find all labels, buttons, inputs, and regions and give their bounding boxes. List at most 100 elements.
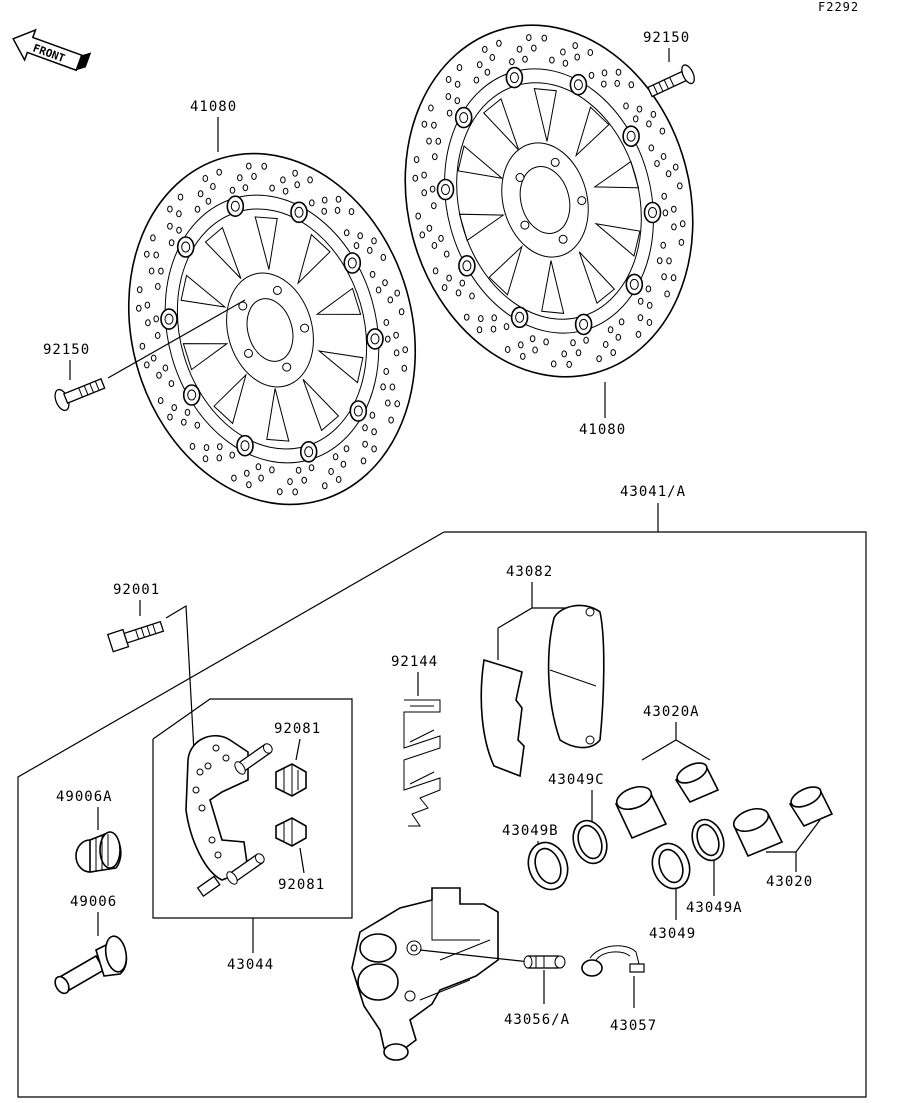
floating-button-hole <box>441 184 450 195</box>
vent-hole <box>197 190 204 198</box>
vent-hole <box>518 341 524 349</box>
vent-hole <box>154 332 161 339</box>
bleeder-cap <box>581 945 645 977</box>
vent-hole <box>662 209 669 217</box>
vent-hole <box>650 110 657 118</box>
hub-bolt-hole <box>244 348 253 358</box>
vent-hole <box>189 442 196 450</box>
vent-hole <box>171 404 177 412</box>
label-seal-c: 43049C <box>548 772 605 788</box>
vent-hole <box>412 174 419 182</box>
vent-hole <box>438 234 444 242</box>
floating-button-hole <box>459 112 469 124</box>
vent-hole <box>482 45 488 53</box>
vent-hole <box>664 290 670 298</box>
hub-bolt-hole <box>272 285 282 295</box>
vent-hole <box>522 55 528 63</box>
vent-hole <box>610 349 617 357</box>
vent-hole <box>454 80 461 88</box>
vent-hole <box>375 286 382 294</box>
vent-hole <box>636 105 643 113</box>
vent-hole <box>431 242 438 249</box>
vent-hole <box>431 121 437 129</box>
vent-hole <box>560 48 566 56</box>
vent-hole <box>550 360 557 368</box>
vent-hole <box>614 79 621 87</box>
vent-hole <box>334 206 341 214</box>
vent-hole <box>473 76 480 84</box>
vent-hole <box>570 339 576 347</box>
vent-hole <box>456 64 463 72</box>
vent-hole <box>660 153 667 160</box>
piston-seal-b <box>527 841 569 891</box>
vent-hole <box>602 341 609 348</box>
brake-disc-left <box>127 152 417 506</box>
dust-boot-a <box>75 831 122 873</box>
vent-hole <box>678 238 685 246</box>
vent-hole <box>426 137 432 145</box>
vent-hole <box>144 250 150 258</box>
vent-hole <box>335 195 342 203</box>
label-bolt-right: 92150 <box>643 30 690 46</box>
label-seal-b: 43049B <box>502 823 559 839</box>
vent-hole <box>490 325 497 333</box>
vent-hole <box>295 466 302 474</box>
floating-button-hole <box>462 260 472 272</box>
vent-hole <box>176 210 182 218</box>
vent-hole <box>454 97 461 105</box>
vent-hole <box>348 208 355 216</box>
vent-hole <box>421 120 428 128</box>
vent-hole <box>307 176 313 184</box>
vent-hole <box>415 212 422 220</box>
vent-hole <box>646 120 652 128</box>
carrier-spoke <box>213 373 247 425</box>
floating-button-hole <box>648 207 657 218</box>
vent-hole <box>294 181 301 189</box>
vent-hole <box>210 183 216 190</box>
vent-hole <box>566 360 573 368</box>
caliper-body <box>351 887 499 1061</box>
vent-hole <box>393 331 399 339</box>
vent-hole <box>144 361 150 369</box>
vent-hole <box>659 127 666 135</box>
vent-hole <box>246 162 252 170</box>
vent-hole <box>646 319 653 326</box>
floating-button-hole <box>370 333 380 345</box>
vent-hole <box>394 289 401 297</box>
vent-hole <box>587 49 594 56</box>
piston-insulator-a <box>674 762 720 804</box>
vent-hole <box>184 408 191 416</box>
vent-hole <box>229 186 236 194</box>
vent-hole <box>282 187 289 195</box>
vent-hole <box>541 34 548 42</box>
vent-hole <box>654 160 660 168</box>
vent-hole <box>362 424 368 432</box>
vent-hole <box>301 476 308 484</box>
vent-hole <box>503 323 510 331</box>
vent-hole <box>292 169 298 177</box>
vent-hole <box>371 445 377 453</box>
floating-button-hole <box>515 311 525 323</box>
vent-hole <box>158 267 164 275</box>
piston-insulator <box>788 786 834 828</box>
vent-hole <box>251 172 257 180</box>
vent-hole <box>277 488 283 496</box>
vent-hole <box>476 326 483 334</box>
vent-hole <box>380 383 386 391</box>
vent-hole <box>167 413 173 421</box>
vent-hole <box>203 444 210 452</box>
vent-hole <box>139 342 146 350</box>
vent-hole <box>383 368 390 375</box>
brake-pad-outer <box>547 604 605 749</box>
vent-hole <box>665 170 672 178</box>
vent-hole <box>583 336 589 344</box>
vent-hole <box>144 301 151 309</box>
vent-hole <box>150 354 157 362</box>
vent-hole <box>607 326 614 334</box>
vent-hole <box>162 364 169 372</box>
vent-hole <box>237 174 243 182</box>
label-piston-set-a: 43020A <box>643 704 700 720</box>
vent-hole <box>459 279 466 287</box>
vent-hole <box>601 80 607 88</box>
vent-hole <box>648 144 655 152</box>
